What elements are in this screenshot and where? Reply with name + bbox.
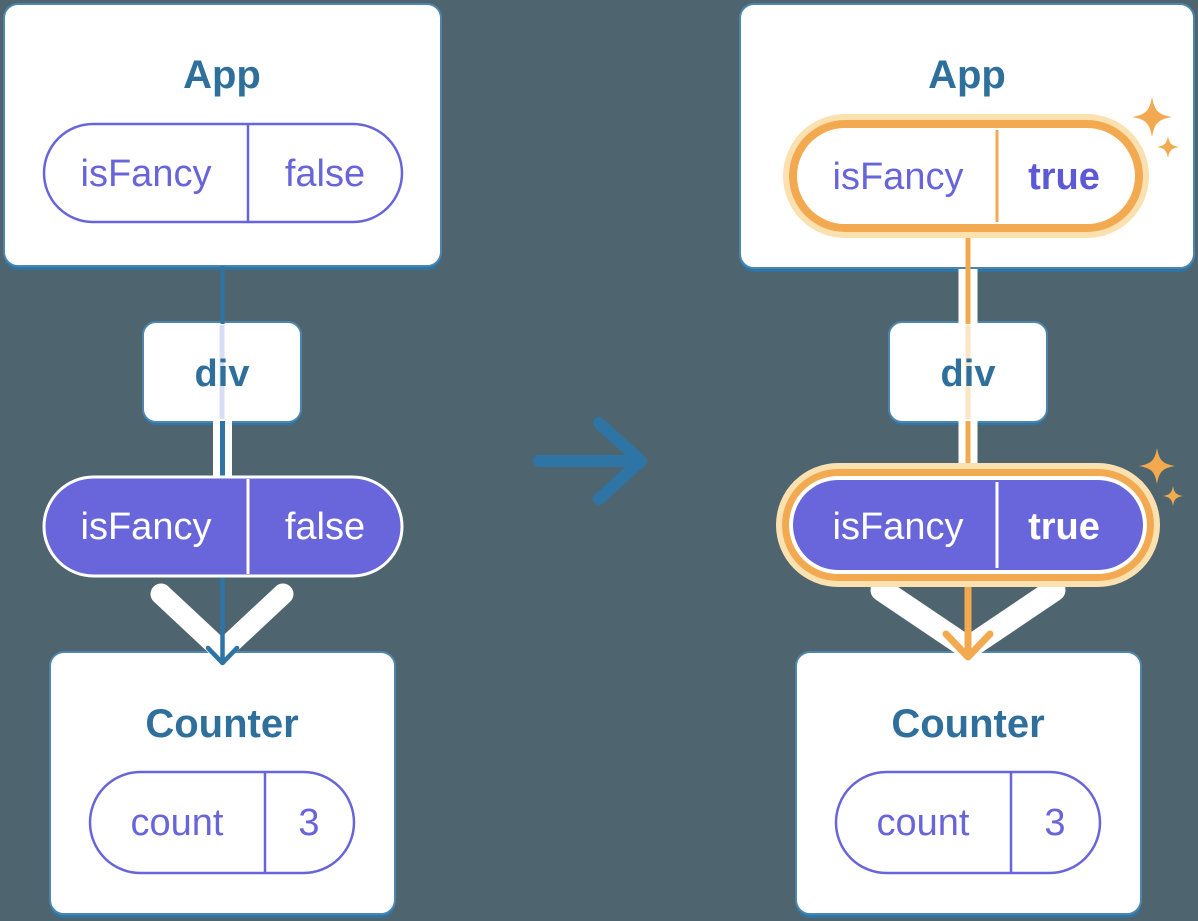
arrow-prop-counter-after bbox=[942, 578, 994, 661]
state-pill-counter-after: count 3 bbox=[834, 770, 1102, 875]
state-pill-counter-before: count 3 bbox=[88, 770, 356, 875]
div-node-after bbox=[888, 321, 1048, 425]
prop-pill-app-after: isFancy true bbox=[783, 114, 1149, 238]
div-node-before bbox=[142, 321, 302, 425]
before-tree: isFancy false isFancy false count 3 App … bbox=[3, 3, 442, 918]
state-name-label: count bbox=[131, 802, 224, 844]
app-title-before: App bbox=[183, 53, 261, 97]
prop-value-label: true bbox=[1028, 506, 1100, 548]
prop-name-label: isFancy bbox=[833, 506, 964, 548]
prop-value-label: false bbox=[285, 153, 365, 195]
flow-pipe-div-prop-before bbox=[213, 421, 232, 481]
prop-name-label: isFancy bbox=[81, 506, 212, 548]
div-label-after: div bbox=[941, 353, 996, 395]
state-value-label: 3 bbox=[298, 802, 319, 844]
div-label-before: div bbox=[195, 353, 250, 395]
arrow-prop-counter-before bbox=[205, 572, 240, 666]
prop-trace-line-before bbox=[219, 325, 225, 419]
state-value-label: 3 bbox=[1044, 802, 1065, 844]
flow-pipe-app-div-after bbox=[958, 269, 978, 324]
prop-trace-line-after bbox=[965, 325, 971, 419]
counter-title-after: Counter bbox=[891, 702, 1044, 746]
prop-pill-passed-after: isFancy true bbox=[776, 463, 1160, 587]
prop-value-label: false bbox=[285, 506, 365, 548]
prop-pill-passed-before: isFancy false bbox=[42, 475, 404, 578]
prop-pill-app-before: isFancy false bbox=[42, 122, 404, 224]
prop-name-label: isFancy bbox=[81, 153, 212, 195]
flow-pipe-div-prop-after bbox=[958, 421, 978, 471]
prop-value-label: true bbox=[1028, 156, 1100, 198]
app-title-after: App bbox=[928, 53, 1006, 97]
prop-name-label: isFancy bbox=[833, 156, 964, 198]
state-name-label: count bbox=[877, 802, 970, 844]
after-tree: isFancy true isFancy true count 3 App di… bbox=[739, 3, 1195, 918]
right-arrow-icon bbox=[533, 417, 647, 505]
counter-title-before: Counter bbox=[145, 702, 298, 746]
